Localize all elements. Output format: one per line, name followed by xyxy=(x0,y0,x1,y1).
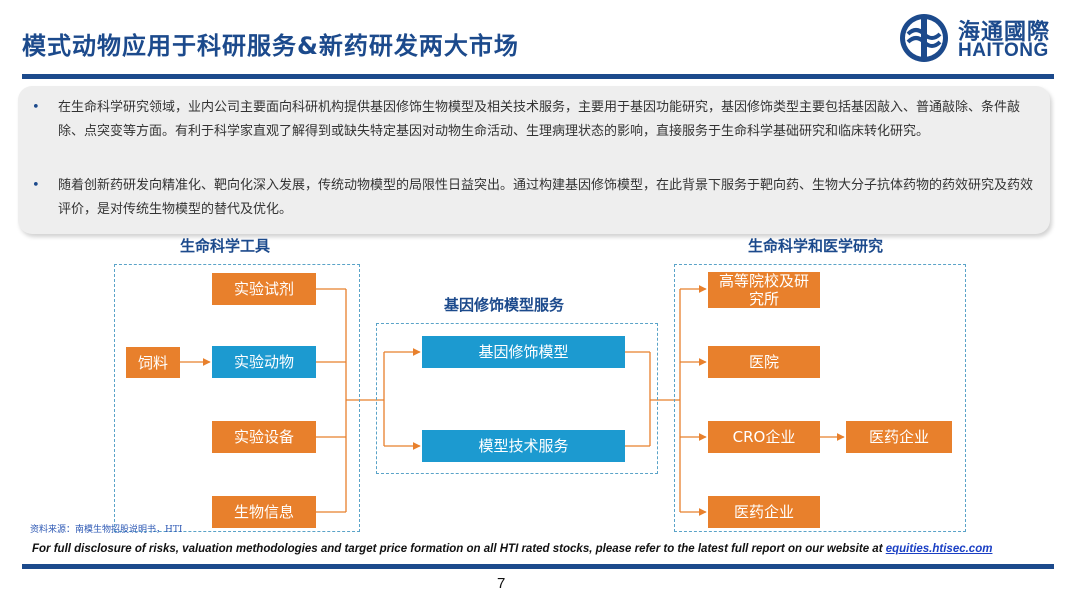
animals-node: 实验动物 xyxy=(212,346,316,378)
website-link[interactable]: equities.htisec.com xyxy=(885,543,993,555)
hospital-node: 医院 xyxy=(708,346,820,378)
disclosure-body: For full disclosure of risks, valuation … xyxy=(32,543,886,555)
page-number: 7 xyxy=(497,575,506,592)
bullet-dot-icon: • xyxy=(32,100,40,115)
gene-model-node: 基因修饰模型 xyxy=(422,336,625,368)
reagents-node: 实验试剂 xyxy=(212,273,316,305)
bullet-dot-icon: • xyxy=(32,178,40,193)
middle-group-box xyxy=(376,323,658,474)
disclosure-text: For full disclosure of risks, valuation … xyxy=(32,543,992,555)
logo-english-text: HAITONG xyxy=(958,40,1049,61)
left-group-label: 生命科学工具 xyxy=(180,237,271,255)
cro-node: CRO企业 xyxy=(708,421,820,453)
right-group-label: 生命科学和医学研究 xyxy=(748,237,884,255)
equipment-node: 实验设备 xyxy=(212,421,316,453)
bullet-text: 随着创新药研发向精准化、靶向化深入发展，传统动物模型的局限性日益突出。通过构建基… xyxy=(58,178,1034,217)
haitong-logo-icon xyxy=(900,14,948,62)
model-tech-service-node: 模型技术服务 xyxy=(422,430,625,462)
right-group-box xyxy=(674,264,966,532)
pharma-node: 医药企业 xyxy=(708,496,820,528)
middle-group-label: 基因修饰模型服务 xyxy=(444,296,565,314)
bioinfo-node: 生物信息 xyxy=(212,496,316,528)
header-divider xyxy=(22,74,1054,79)
slide-title: 模式动物应用于科研服务&新药研发两大市场 xyxy=(22,32,519,60)
university-node: 高等院校及研究所 xyxy=(708,272,820,308)
cro-pharma-output-node: 医药企业 xyxy=(846,421,952,453)
source-note: 资料来源：南模生物招股说明书，HTI xyxy=(30,525,183,535)
footer-divider xyxy=(22,564,1054,569)
bullet-text: 在生命科学研究领域，业内公司主要面向科研机构提供基因修饰生物模型及相关技术服务，… xyxy=(58,100,1021,139)
haitong-logo: 海通國際 HAITONG xyxy=(898,10,1058,66)
logo-chinese-text: 海通國際 xyxy=(958,20,1051,45)
bullet-panel: • 在生命科学研究领域，业内公司主要面向科研机构提供基因修饰生物模型及相关技术服… xyxy=(18,86,1050,234)
feed-node: 饲料 xyxy=(126,347,180,378)
left-group-box xyxy=(114,264,360,532)
